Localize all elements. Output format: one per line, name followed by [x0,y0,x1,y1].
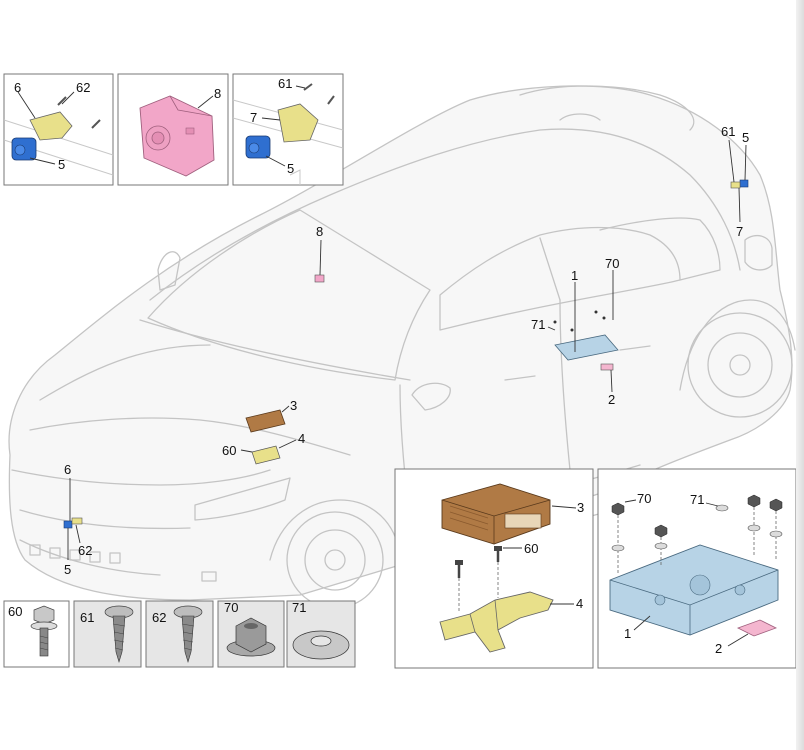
callout-4: 4 [298,431,305,446]
nut-70-icon [226,617,276,657]
control-module-icon [441,483,551,545]
callout-8: 8 [316,224,323,239]
inset-module-detail: 3 60 4 [394,468,594,669]
inset-rear-camera: 61 7 5 [232,73,344,186]
inset2-label-a: 8 [214,86,221,101]
module-label-a: 3 [577,500,584,515]
fastener-legend: 60 61 62 70 [3,600,356,668]
rear-bracket-mark [730,181,741,189]
callout-7: 7 [736,224,743,239]
callout-2: 2 [608,392,615,407]
interior-camera-mark [314,274,325,283]
callout-5-rear: 5 [742,130,749,145]
inset1-label-b: 62 [76,80,90,95]
inset-front-camera: 6 62 5 [3,73,114,186]
callout-1: 1 [571,268,578,283]
inset1-label-c: 5 [58,157,65,172]
screw-61-icon [104,605,134,664]
clip-mark [600,363,614,371]
fastener-label-70: 70 [224,600,238,615]
plate-label-b: 71 [690,492,704,507]
inset-bracket-detail: 70 71 1 2 [597,468,797,669]
mounting-plate-mark [554,334,619,361]
inset3-label-b: 7 [250,110,257,125]
inset3-label-c: 5 [287,161,294,176]
callout-3: 3 [290,398,297,413]
callout-6: 6 [64,462,71,477]
callout-71: 71 [531,317,545,332]
car-outline [8,85,796,609]
callout-5: 5 [64,562,71,577]
callout-70: 70 [605,256,619,271]
front-camera-mark [63,520,73,529]
callout-62: 62 [78,543,92,558]
callout-61: 61 [721,124,735,139]
fastener-label-62: 62 [152,610,166,625]
control-module-mark [245,409,286,433]
inset-interior-camera: 8 [117,73,229,186]
module-label-c: 4 [576,596,583,611]
rear-camera-mark [739,179,749,188]
screw-62-icon [173,605,203,664]
fastener-label-60: 60 [8,604,22,619]
window-edge [796,0,804,750]
washer-71-icon [292,630,350,660]
plate-label-c: 1 [624,626,631,641]
fastener-label-61: 61 [80,610,94,625]
inset1-label-a: 6 [14,80,21,95]
installed-parts: 8 3 4 60 6 62 5 61 5 7 1 70 [63,124,749,577]
bracket-mark [251,445,281,465]
inset3-label-a: 61 [278,76,292,91]
plate-label-d: 2 [715,641,722,656]
bolt-60-icon [30,605,58,657]
callout-60: 60 [222,443,236,458]
clip-icon [736,619,778,637]
front-bracket-icon [29,111,73,141]
rear-bracket-icon [277,103,319,143]
front-bracket-mark [71,517,83,525]
module-label-b: 60 [524,541,538,556]
fastener-label-71: 71 [292,600,306,615]
plate-label-a: 70 [637,491,651,506]
